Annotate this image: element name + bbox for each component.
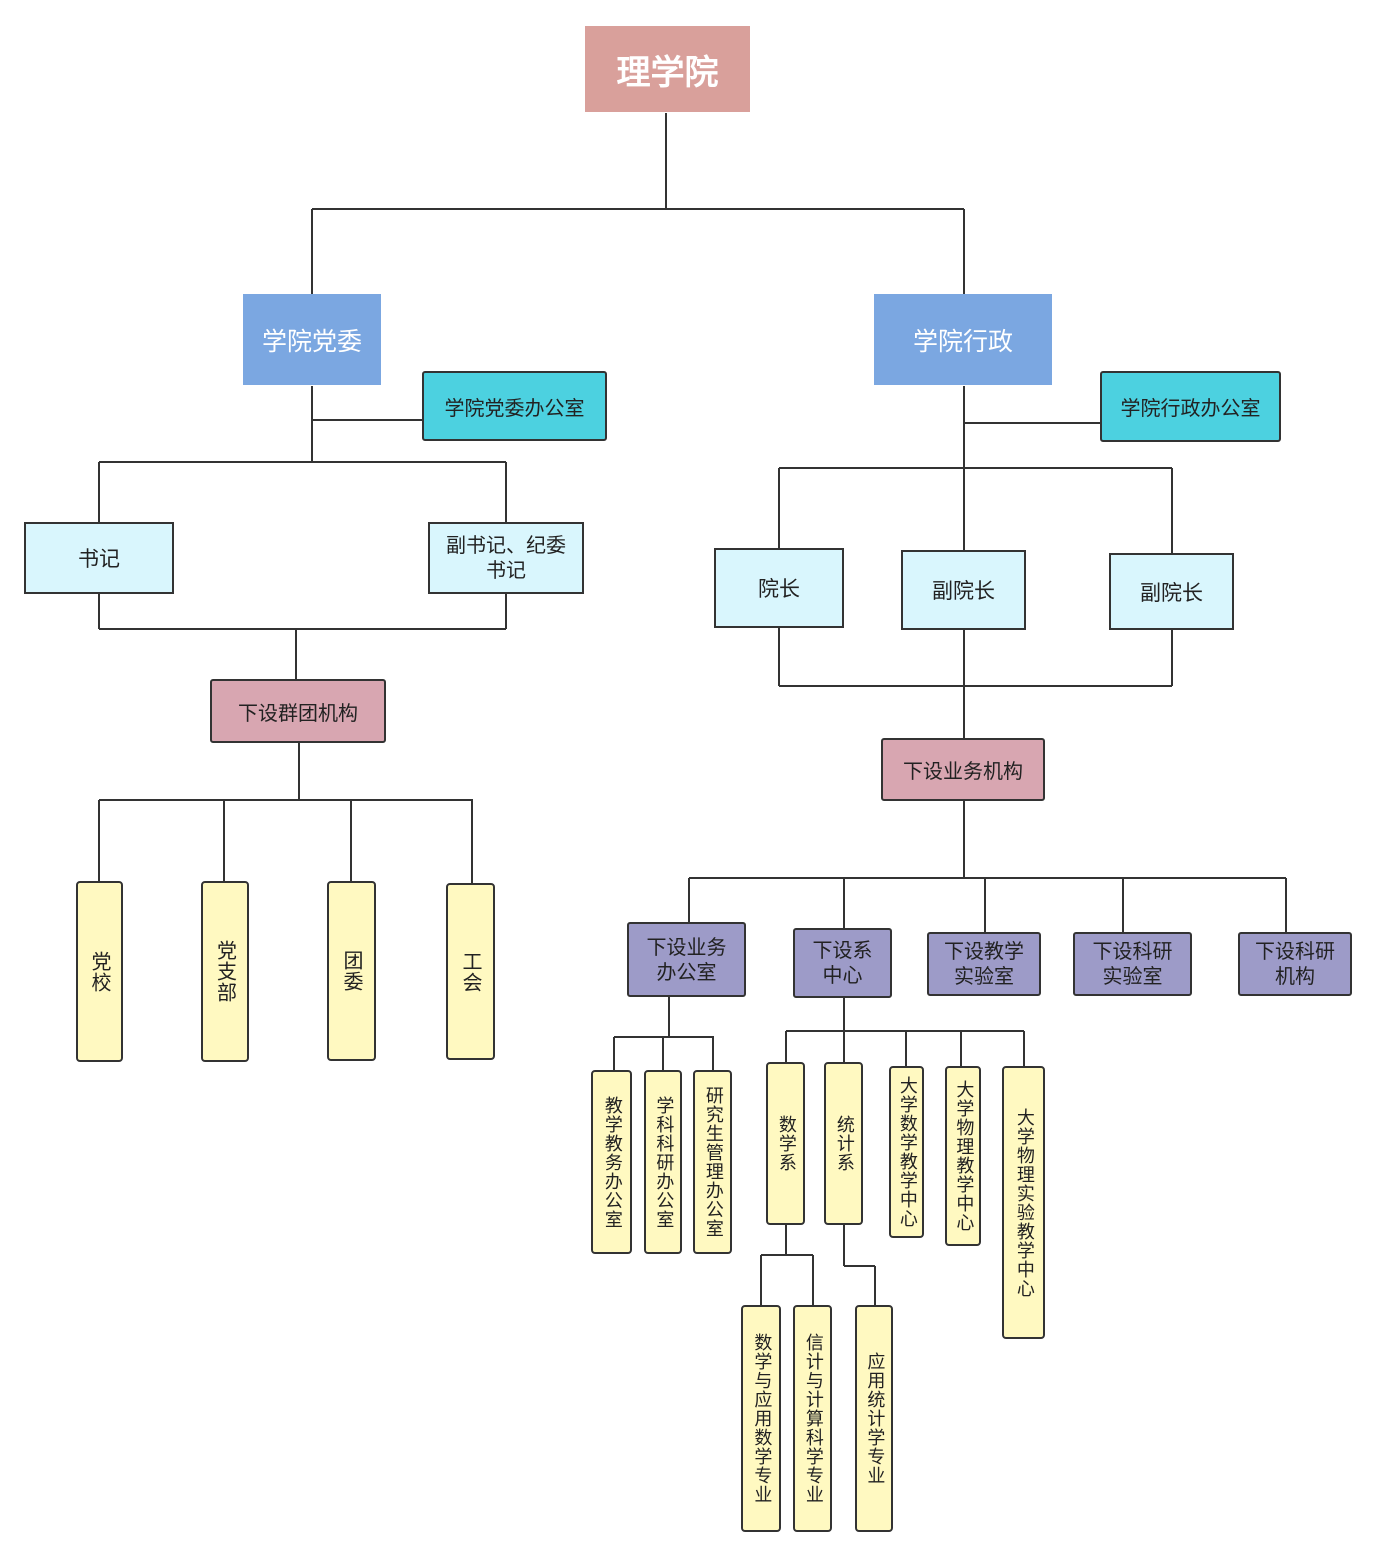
party-committee-node: 学院党委 <box>243 294 381 385</box>
party-office-label: 学院党委办公室 <box>444 395 585 420</box>
math-teaching-center-node: 大学数学教学中心 <box>889 1066 924 1238</box>
applied-math-major-node: 数学与应用数学专业 <box>741 1305 781 1532</box>
vice-dean-node-2: 副院长 <box>1109 553 1234 630</box>
admin-office-node: 学院行政办公室 <box>1100 371 1281 442</box>
research-institute-node: 下设科研 机构 <box>1238 932 1352 996</box>
vice-dean-node-1: 副院长 <box>901 550 1026 630</box>
department-center-line2: 中心 <box>822 963 863 987</box>
teaching-lab-node: 下设教学 实验室 <box>927 932 1041 996</box>
party-branch-node: 党支部 <box>201 881 249 1062</box>
physics-teaching-center-label: 大学物理教学中心 <box>953 1080 975 1232</box>
youth-league-label: 团委 <box>340 950 364 992</box>
youth-league-node: 团委 <box>327 881 376 1061</box>
applied-math-major-label: 数学与应用数学专业 <box>751 1333 773 1504</box>
vice-dean-label-2: 副院长 <box>1140 580 1203 605</box>
academic-affairs-office-label: 教学教务办公室 <box>601 1095 623 1229</box>
department-center-line1: 下设系 <box>812 938 873 962</box>
info-computing-major-node: 信计与计算科学专业 <box>793 1305 832 1532</box>
research-institute-line1: 下设科研 <box>1255 939 1335 963</box>
mass-org-node: 下设群团机构 <box>210 679 386 743</box>
business-office-node: 下设业务 办公室 <box>627 922 746 997</box>
deputy-secretary-line2: 书记 <box>486 558 526 582</box>
labor-union-node: 工会 <box>446 883 495 1060</box>
research-office-node: 学科科研办公室 <box>644 1070 682 1254</box>
business-office-line1: 下设业务 <box>646 934 727 959</box>
deputy-secretary-line1: 副书记、纪委 <box>446 533 566 557</box>
research-lab-line1: 下设科研 <box>1092 939 1173 963</box>
administration-node: 学院行政 <box>874 294 1052 385</box>
administration-label: 学院行政 <box>912 326 1013 356</box>
party-committee-label: 学院党委 <box>261 326 362 356</box>
business-org-label: 下设业务机构 <box>903 759 1023 783</box>
physics-lab-center-node: 大学物理实验教学中心 <box>1002 1066 1045 1339</box>
dean-node: 院长 <box>714 548 844 628</box>
math-dept-node: 数学系 <box>766 1062 805 1225</box>
stat-dept-node: 统计系 <box>824 1062 863 1225</box>
labor-union-label: 工会 <box>459 950 483 993</box>
research-institute-line2: 机构 <box>1275 964 1315 988</box>
teaching-lab-line1: 下设教学 <box>944 939 1024 963</box>
applied-stat-major-node: 应用统计学专业 <box>855 1305 893 1532</box>
root-label: 理学院 <box>616 52 719 93</box>
vice-dean-label-1: 副院长 <box>932 579 995 603</box>
teaching-lab-line2: 实验室 <box>954 964 1014 988</box>
party-branch-label: 党支部 <box>213 940 238 1003</box>
business-org-node: 下设业务机构 <box>881 738 1045 801</box>
deputy-secretary-node: 副书记、纪委 书记 <box>428 522 584 594</box>
math-dept-label: 数学系 <box>775 1115 797 1172</box>
stat-dept-label: 统计系 <box>833 1115 855 1172</box>
root-node: 理学院 <box>585 26 750 112</box>
party-school-label: 党校 <box>88 950 112 993</box>
graduate-office-node: 研究生管理办公室 <box>693 1070 732 1254</box>
business-office-line2: 办公室 <box>656 959 717 984</box>
secretary-label: 书记 <box>78 547 120 571</box>
research-office-label: 学科科研办公室 <box>653 1095 675 1229</box>
academic-affairs-office-node: 教学教务办公室 <box>591 1070 632 1254</box>
research-lab-node: 下设科研 实验室 <box>1073 932 1192 996</box>
physics-teaching-center-node: 大学物理教学中心 <box>945 1066 981 1246</box>
info-computing-major-label: 信计与计算科学专业 <box>802 1333 824 1504</box>
physics-lab-center-label: 大学物理实验教学中心 <box>1013 1107 1035 1298</box>
mass-org-label: 下设群团机构 <box>238 700 358 725</box>
secretary-node: 书记 <box>24 522 174 594</box>
party-school-node: 党校 <box>76 881 123 1062</box>
department-center-node: 下设系 中心 <box>793 928 892 998</box>
applied-stat-major-label: 应用统计学专业 <box>864 1352 886 1485</box>
graduate-office-label: 研究生管理办公室 <box>702 1086 724 1238</box>
dean-label: 院长 <box>758 577 800 601</box>
party-office-node: 学院党委办公室 <box>422 371 607 441</box>
admin-office-label: 学院行政办公室 <box>1120 396 1261 420</box>
math-teaching-center-label: 大学数学教学中心 <box>896 1076 918 1228</box>
research-lab-line2: 实验室 <box>1102 964 1163 988</box>
